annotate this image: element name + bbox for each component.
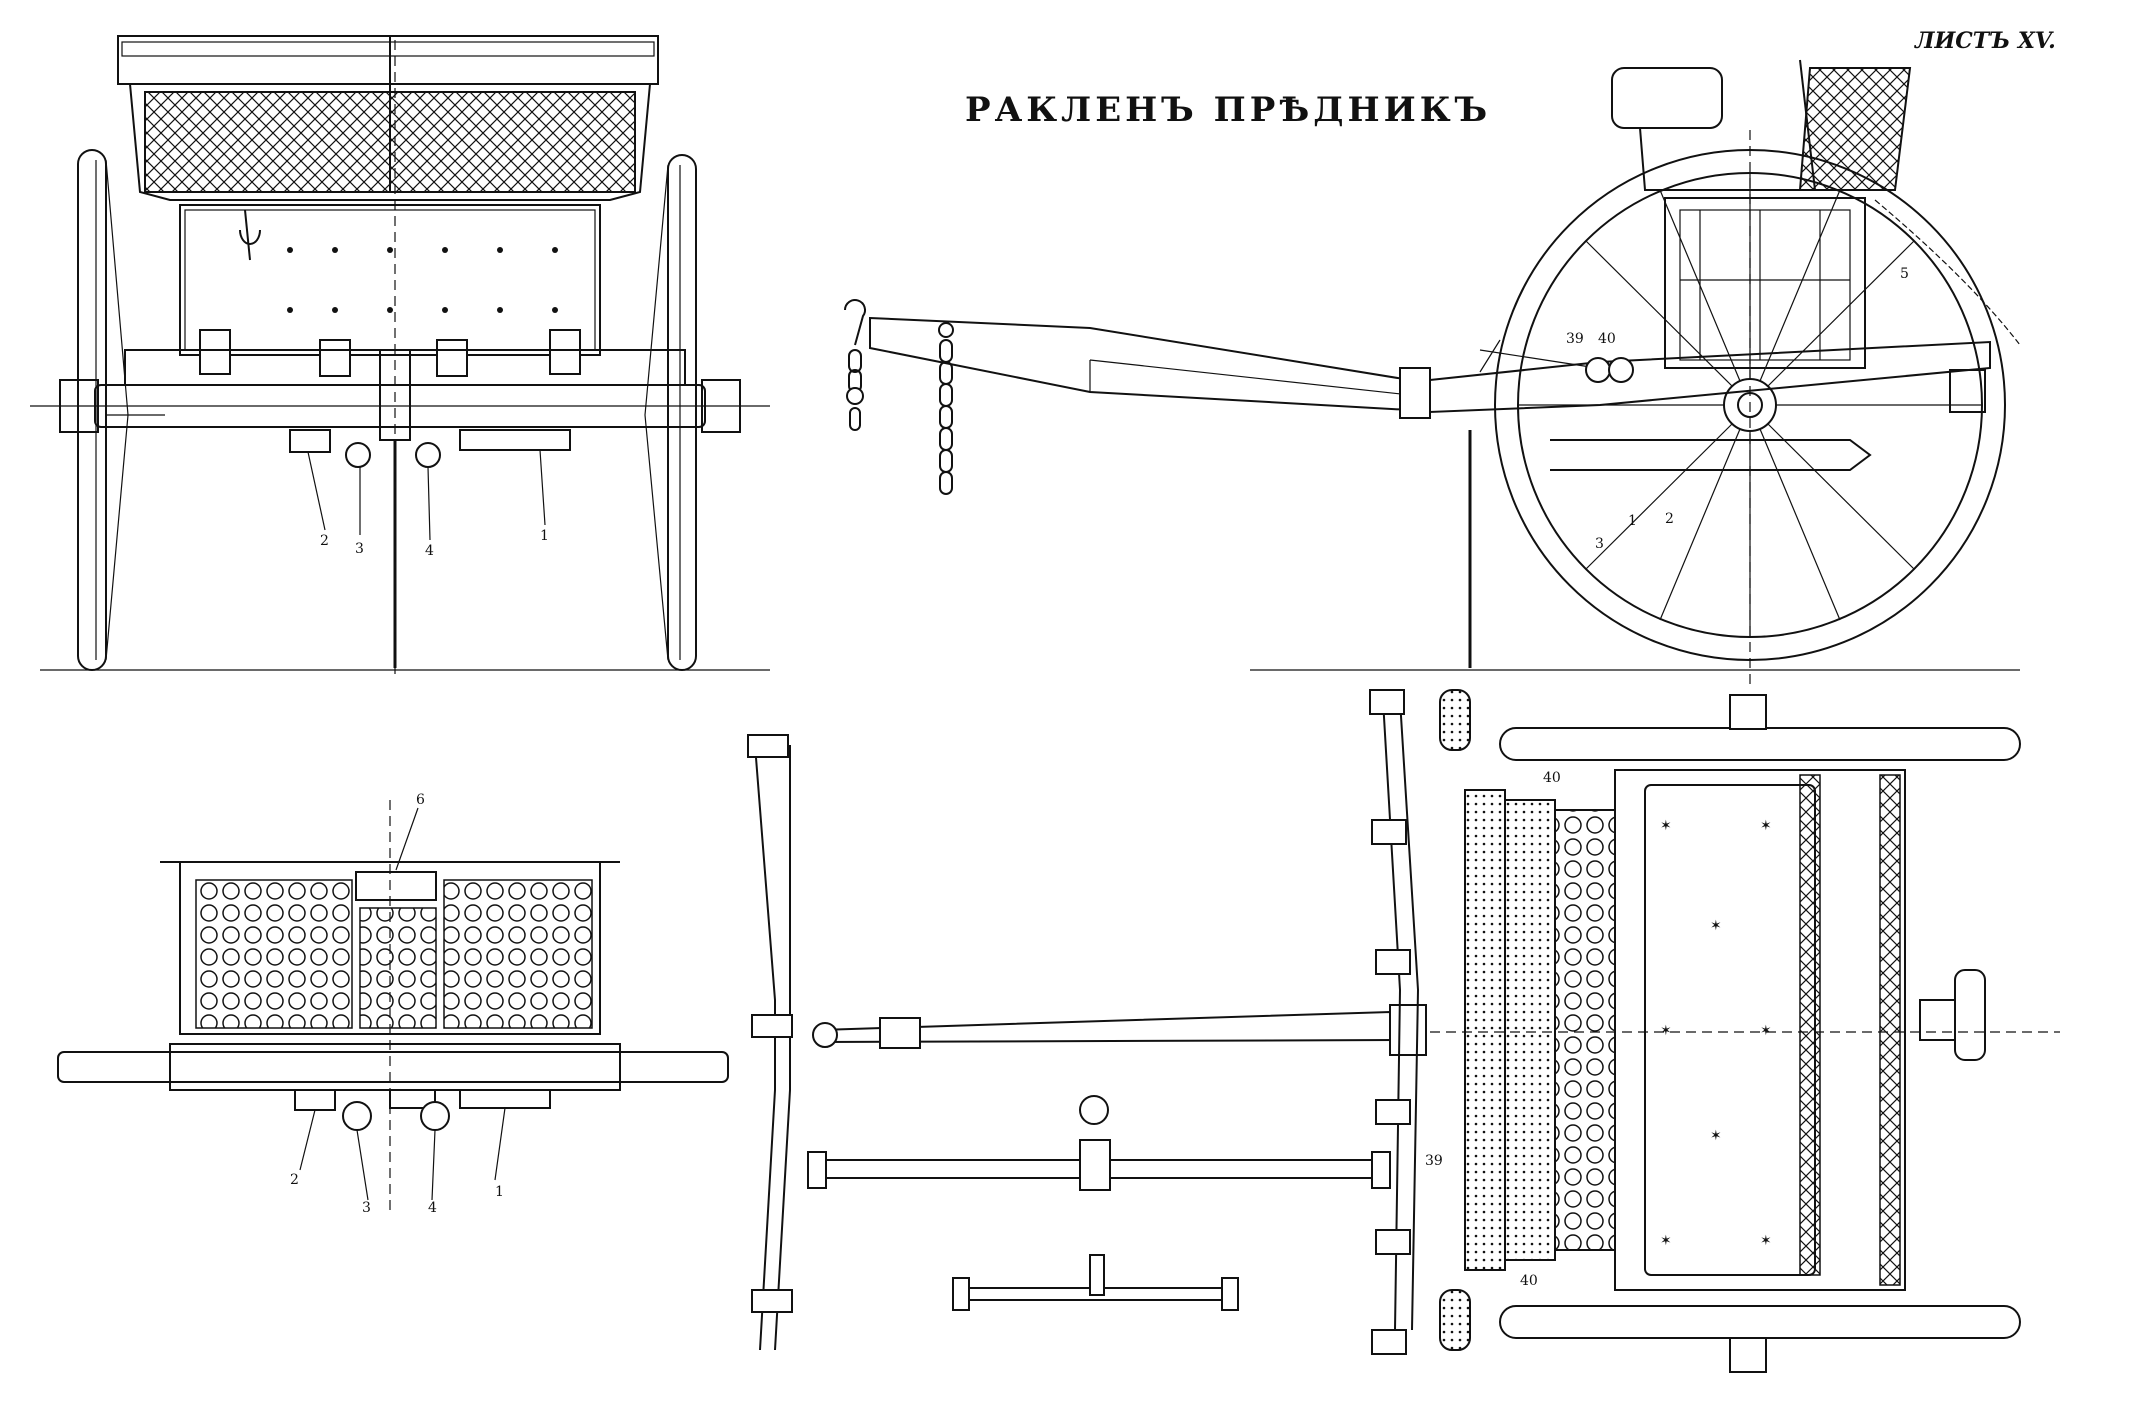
front-callouts: 2 3 4 1 [307, 449, 549, 559]
callout-2-side: 2 [1665, 511, 1674, 527]
svg-text:✶: ✶ [1660, 818, 1672, 834]
shell-rows-middle [359, 907, 437, 1029]
seat-front [117, 35, 659, 201]
svg-text:✶: ✶ [1760, 1233, 1772, 1249]
svg-text:✶: ✶ [1760, 1023, 1772, 1039]
callout-40-plan-top: 40 [1543, 770, 1561, 786]
wheels-plan [1499, 694, 2021, 1373]
callout-1-front: 1 [540, 528, 549, 544]
svg-text:✶: ✶ [1660, 1233, 1672, 1249]
svg-text:✶: ✶ [1760, 818, 1772, 834]
lower-singletree [952, 1254, 1239, 1311]
axle-section [57, 1043, 729, 1131]
callout-6-section: 6 [416, 792, 425, 808]
left-wheel-front [77, 149, 165, 671]
callout-4-section: 4 [428, 1200, 437, 1216]
pole-plan [812, 1004, 1427, 1056]
drawing-title: РАКЛЕНЪ ПРѢДНИКЪ [965, 90, 1492, 130]
callout-2-front: 2 [320, 533, 329, 549]
callout-39-side: 39 [1566, 331, 1584, 347]
callout-40-side: 40 [1598, 331, 1616, 347]
axle-front [30, 349, 770, 468]
footboard-plan [1439, 689, 1616, 1351]
right-wheel-front [644, 154, 697, 671]
callout-1-section: 1 [495, 1184, 504, 1200]
chain-side [1874, 199, 2021, 346]
ammunition-chest-plan: ✶ ✶ ✶ ✶ ✶ ✶ ✶ ✶ [1614, 769, 1906, 1291]
fuze-box [355, 871, 437, 901]
callout-1-side: 1 [1628, 513, 1637, 529]
singletrees [747, 734, 1427, 1351]
side-callouts: 39 40 5 1 2 3 [1566, 266, 1909, 552]
plan-view: ✶ ✶ ✶ ✶ ✶ ✶ ✶ ✶ 40 39 40 [1369, 689, 2060, 1373]
splinter-bar-plan [1369, 689, 1420, 1355]
callout-39-plan: 39 [1425, 1153, 1443, 1169]
pole-side [844, 299, 1411, 495]
front-view: 2 3 4 1 [30, 35, 770, 680]
callout-3-front: 3 [355, 541, 364, 557]
ammunition-chest-front [179, 204, 601, 377]
seat-side [1611, 59, 1912, 191]
side-view: 39 40 5 1 2 3 [1250, 59, 2021, 690]
pole-chain-left [844, 299, 866, 431]
section-view: 6 2 3 4 1 [57, 792, 729, 1216]
svg-text:✶: ✶ [1710, 918, 1722, 934]
callout-2-section: 2 [290, 1172, 299, 1188]
callout-3-side: 3 [1595, 536, 1604, 552]
svg-text:✶: ✶ [1660, 1023, 1672, 1039]
section-callouts: 6 2 3 4 1 [290, 792, 506, 1216]
callout-3-section: 3 [362, 1200, 371, 1216]
callout-4-front: 4 [425, 543, 434, 559]
shell-rows-left [195, 879, 353, 1029]
svg-text:✶: ✶ [1710, 1128, 1722, 1144]
sheet-number: ЛИСТЪ XV. [1915, 28, 2056, 54]
pole-chain-right [938, 322, 954, 495]
plan-callouts: 40 39 40 [1425, 770, 1561, 1289]
main-doubletree [747, 734, 793, 1351]
callout-40-plan-bottom: 40 [1520, 1273, 1538, 1289]
callout-5-side: 5 [1900, 266, 1909, 282]
hook-plan [1919, 969, 1986, 1061]
shell-rows-right [443, 879, 593, 1029]
ammunition-chest-side [1664, 197, 1866, 369]
upper-singletree [807, 1095, 1391, 1191]
